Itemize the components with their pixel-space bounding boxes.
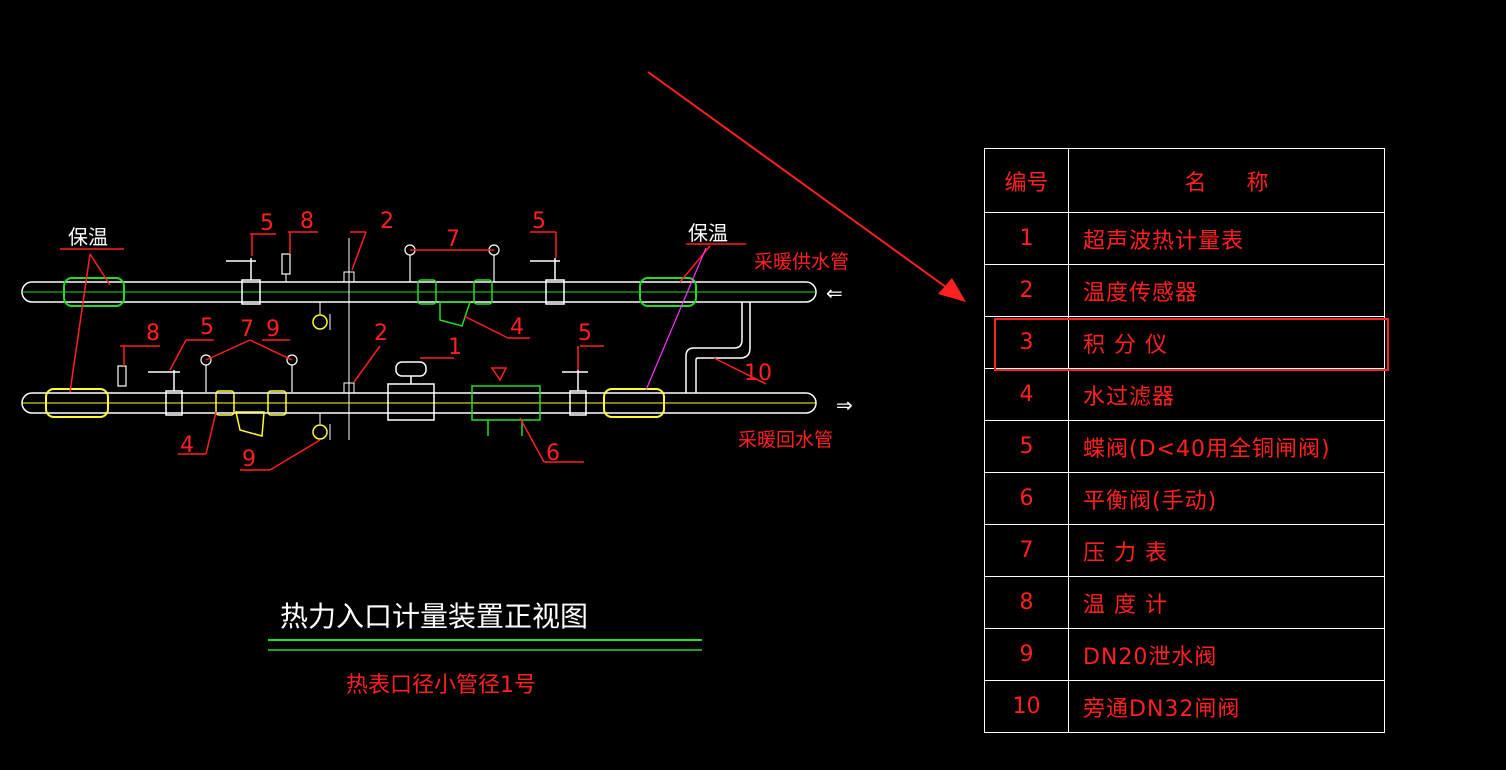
legend-num: 8 — [984, 576, 1069, 629]
legend-name: 积 分 仪 — [1068, 316, 1385, 369]
callout-number: 2 — [380, 209, 394, 234]
legend-num: 2 — [984, 264, 1069, 317]
legend-num: 7 — [984, 524, 1069, 577]
bypass-pipe — [685, 302, 751, 393]
legend-header-row: 编号 名称 — [984, 148, 1385, 213]
callout-number: 9 — [242, 447, 256, 472]
callout-number: 5 — [200, 315, 214, 340]
legend-header-name: 名称 — [1068, 148, 1385, 213]
drain-valve-icon — [312, 424, 328, 440]
legend-name: 压 力 表 — [1068, 524, 1385, 577]
callout-number: 5 — [578, 321, 592, 346]
legend-name: 蝶阀(D<40用全铜闸阀) — [1068, 420, 1385, 473]
callout-number: 9 — [266, 317, 280, 342]
highlight-box — [994, 318, 1389, 371]
return-pipe — [21, 302, 817, 440]
legend-name: 超声波热计量表 — [1068, 212, 1385, 265]
magenta-leader — [645, 247, 707, 391]
drawing-title: 热力入口计量装置正视图 — [280, 600, 588, 633]
callout-number: 4 — [180, 433, 194, 458]
insulation-segment — [45, 388, 109, 418]
water-filter-icon — [215, 390, 287, 437]
butterfly-valve — [148, 370, 588, 416]
callout-number: 7 — [240, 317, 254, 342]
legend-name: 水过滤器 — [1068, 368, 1385, 421]
legend-name: 旁通DN32闸阀 — [1068, 680, 1385, 733]
callout-number: 5 — [260, 211, 274, 236]
temp-sensor-icon — [343, 271, 355, 283]
callout-number: 4 — [510, 315, 524, 340]
thermometer-icon — [117, 365, 127, 387]
callout-number: 6 — [546, 441, 560, 466]
insulation-segment — [63, 277, 125, 307]
legend-num: 1 — [984, 212, 1069, 265]
return-pipe-label: 采暖回水管 — [738, 429, 833, 451]
callout-number: 8 — [300, 209, 314, 234]
return-flow-arrow-icon: ⇒ — [836, 393, 853, 417]
legend-num: 4 — [984, 368, 1069, 421]
thermometer-icon — [281, 253, 291, 275]
callout-number: 7 — [446, 227, 460, 252]
legend-name: 温度传感器 — [1068, 264, 1385, 317]
temp-sensor-icon — [343, 382, 355, 394]
legend-num: 3 — [984, 316, 1069, 369]
legend-num: 5 — [984, 420, 1069, 473]
insulation-label-left: 保温 — [68, 225, 108, 249]
legend-name: DN20泄水阀 — [1068, 628, 1385, 681]
insulation-segment — [639, 277, 697, 307]
heat-meter-icon — [387, 361, 435, 421]
callout-number: 8 — [146, 321, 160, 346]
balancing-valve-icon — [471, 385, 541, 436]
pressure-gauge-icon — [200, 354, 298, 392]
callouts-top: 5 8 2 7 5 — [260, 209, 546, 252]
legend-name: 温 度 计 — [1068, 576, 1385, 629]
legend-num: 6 — [984, 472, 1069, 525]
annotation-arrow — [647, 71, 966, 302]
legend-num: 10 — [984, 680, 1069, 733]
legend-name: 平衡阀(手动) — [1068, 472, 1385, 525]
callout-number: 2 — [374, 321, 388, 346]
callouts-bottom: 8 5 7 9 2 1 10 5 4 9 6 4 — [146, 315, 772, 472]
drawing-subtitle: 热表口径小管径1号 — [346, 673, 536, 698]
legend-num: 9 — [984, 628, 1069, 681]
drain-valve-icon — [312, 314, 328, 330]
legend-header-num: 编号 — [984, 148, 1069, 213]
callout-number: 1 — [448, 335, 462, 360]
supply-pipe-label: 采暖供水管 — [754, 251, 849, 273]
leader-lines — [60, 231, 767, 471]
insulation-label-right: 保温 — [688, 221, 728, 245]
insulation-segment — [603, 388, 665, 418]
supply-pipe — [21, 238, 817, 440]
supply-flow-arrow-icon: ⇐ — [826, 281, 843, 305]
callout-number: 5 — [532, 209, 546, 234]
butterfly-valve — [226, 258, 565, 305]
water-filter-icon — [417, 279, 493, 327]
callout-number: 10 — [744, 361, 772, 386]
